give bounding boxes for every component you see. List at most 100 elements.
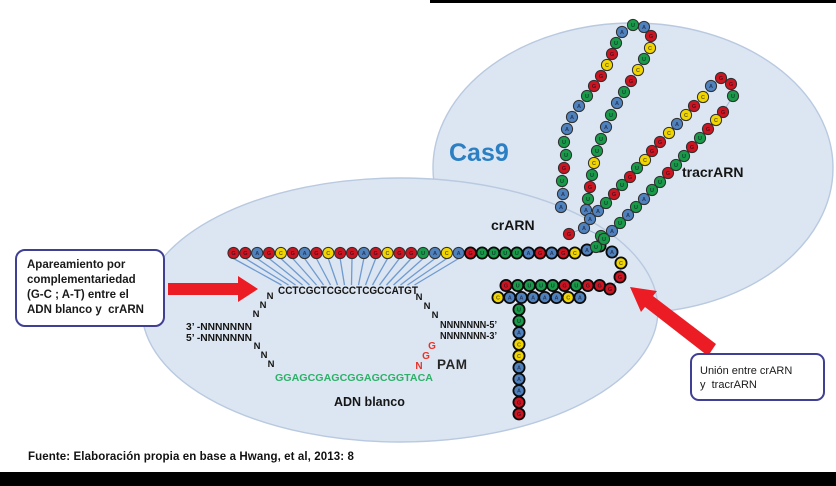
rna-bead <box>661 166 675 180</box>
rna-bead <box>604 108 618 122</box>
bead-letter: U <box>564 153 568 159</box>
bead-letter: A <box>519 296 523 302</box>
bead-letter: G <box>719 76 723 82</box>
bead-letter: C <box>648 46 652 52</box>
rna-bead <box>599 196 613 210</box>
rna-bead <box>716 105 730 119</box>
bead-letter: U <box>622 90 626 96</box>
rna-bead <box>590 144 604 158</box>
pairing-line <box>245 257 289 286</box>
bead-letter: G <box>599 74 603 80</box>
pairing-line <box>292 258 317 286</box>
bead-letter: G <box>608 287 612 293</box>
rna-bead <box>557 161 571 175</box>
dna-top-strand: CCTCGCTCGCCTCGCCATGT <box>278 285 418 297</box>
rna-bead <box>239 246 252 260</box>
bead-letter: A <box>362 251 366 257</box>
bead-letter: G <box>338 251 342 257</box>
bead-letter: G <box>538 251 542 257</box>
bottom-black-bar <box>0 472 836 486</box>
rna-bead <box>610 96 624 110</box>
bead-letter: A <box>588 217 592 223</box>
rna-bead <box>629 200 643 214</box>
bead-letter: G <box>597 284 601 290</box>
rna-bead <box>560 122 574 136</box>
bead-letter: C <box>326 251 330 257</box>
bead-letter: G <box>314 251 318 257</box>
bead-letter: A <box>565 127 569 133</box>
pairing-lines-layer <box>233 257 459 286</box>
pairing-line <box>371 258 389 286</box>
bead-letter: C <box>496 296 500 302</box>
bead-letter: A <box>626 213 630 219</box>
rna-bead <box>562 227 576 241</box>
cas9-label: Cas9 <box>449 139 509 167</box>
rna-bead <box>405 246 418 260</box>
rna-bead <box>603 282 617 296</box>
bead-letter: A <box>596 209 600 215</box>
bead-letter: A <box>527 251 531 257</box>
bead-letter: U <box>642 57 646 63</box>
rna-bead <box>677 149 691 163</box>
rna-bead <box>440 246 453 260</box>
bead-letter: A <box>570 115 574 121</box>
bead-letter: A <box>433 251 437 257</box>
rna-bead <box>617 85 631 99</box>
bead-letter: G <box>517 412 521 418</box>
bead-letter: C <box>605 63 609 69</box>
rna-bead <box>679 108 693 122</box>
bead-letter: A <box>550 251 554 257</box>
bead-letter: U <box>503 251 507 257</box>
bead-letter: U <box>618 221 622 227</box>
rna-bead <box>704 79 718 93</box>
pairing-line <box>386 258 412 286</box>
rna-bead <box>597 232 611 246</box>
bead-letter: C <box>643 158 647 164</box>
bead-letter: U <box>560 179 564 185</box>
rna-bead <box>587 79 601 93</box>
bead-letter: G <box>729 82 733 88</box>
pairing-line <box>280 258 310 286</box>
bead-letter: A <box>561 192 565 198</box>
rna-bead <box>637 192 651 206</box>
bead-letter: A <box>577 104 581 110</box>
rna-bead <box>262 246 276 260</box>
pairing-line <box>350 258 353 286</box>
rna-bead <box>334 246 347 260</box>
rna-bead <box>594 69 608 83</box>
rna-bead <box>623 170 637 184</box>
rna-bead <box>709 113 723 127</box>
bead-letter: G <box>650 149 654 155</box>
rna-bead <box>726 89 740 103</box>
bead-letter: U <box>515 251 519 257</box>
rna-bead <box>322 246 335 260</box>
rna-bead <box>555 174 569 188</box>
rna-bead <box>345 246 359 260</box>
bead-letter: G <box>666 171 670 177</box>
bead-letter: C <box>566 296 570 302</box>
bead-letter: A <box>610 229 614 235</box>
bead-letter: G <box>618 275 622 281</box>
pam-label: PAM <box>437 357 468 372</box>
bead-letter: G <box>409 251 413 257</box>
bead-letter: U <box>586 197 590 203</box>
rna-bead <box>714 71 728 85</box>
rna-bead <box>298 246 311 260</box>
rna-bead <box>637 20 651 34</box>
rna-bead <box>662 126 676 140</box>
bead-letter: A <box>615 101 619 107</box>
bead-letter: A <box>578 296 582 302</box>
rna-bead <box>613 270 627 284</box>
bead-letter: G <box>397 251 401 257</box>
adn-blanco-label: ADN blanco <box>334 395 405 409</box>
bead-letter: G <box>517 400 521 406</box>
union-arrow <box>630 287 716 356</box>
bead-letter: C <box>619 261 623 267</box>
dna-n-letter: N <box>254 341 261 352</box>
bead-letter: C <box>636 68 640 74</box>
bead-letter: C <box>684 113 688 119</box>
bead-letter: G <box>629 79 633 85</box>
bead-letter: G <box>690 145 694 151</box>
rna-bead <box>631 63 645 77</box>
rna-bead <box>637 52 651 66</box>
